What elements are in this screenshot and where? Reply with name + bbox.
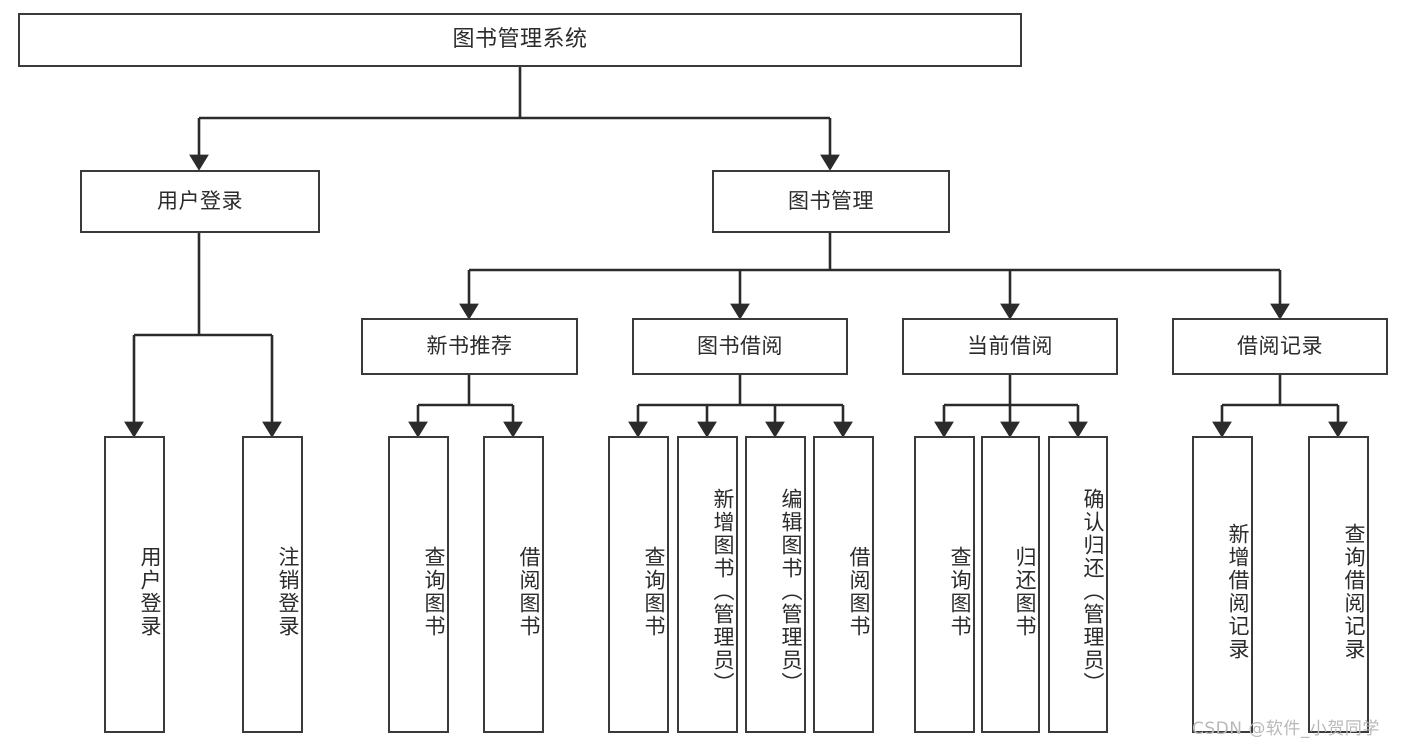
- leaf-user-login-login[interactable]: 用户登录: [104, 436, 165, 733]
- leaf-borrow-record-add-record[interactable]: 新增借阅记录: [1192, 436, 1253, 733]
- leaf-current-borrow-return-book[interactable]: 归还图书: [981, 436, 1040, 733]
- leaf-new-book-query-book[interactable]: 查询图书: [388, 436, 449, 733]
- leaf-book-borrow-query-book[interactable]: 查询图书: [608, 436, 669, 733]
- leaf-current-borrow-query-book[interactable]: 查询图书: [914, 436, 975, 733]
- csdn-watermark: CSDN @软件_小贺同学: [1192, 719, 1380, 739]
- leaf-new-book-borrow-book[interactable]: 借阅图书: [483, 436, 544, 733]
- leaf-current-borrow-confirm-return-admin[interactable]: 确认归还（管理员）: [1048, 436, 1108, 733]
- leaf-book-borrow-add-book-admin[interactable]: 新增图书（管理员）: [677, 436, 738, 733]
- node-new-book-recommend[interactable]: 新书推荐: [361, 318, 578, 375]
- leaf-user-login-logout[interactable]: 注销登录: [242, 436, 303, 733]
- node-borrow-record[interactable]: 借阅记录: [1172, 318, 1388, 375]
- node-current-borrow[interactable]: 当前借阅: [902, 318, 1118, 375]
- node-root-system[interactable]: 图书管理系统: [18, 13, 1022, 67]
- leaf-book-borrow-edit-book-admin[interactable]: 编辑图书（管理员）: [745, 436, 806, 733]
- node-user-login[interactable]: 用户登录: [80, 170, 320, 233]
- leaf-book-borrow-borrow-book[interactable]: 借阅图书: [813, 436, 874, 733]
- leaf-borrow-record-query-record[interactable]: 查询借阅记录: [1308, 436, 1369, 733]
- node-book-borrow[interactable]: 图书借阅: [632, 318, 848, 375]
- node-book-management[interactable]: 图书管理: [712, 170, 950, 233]
